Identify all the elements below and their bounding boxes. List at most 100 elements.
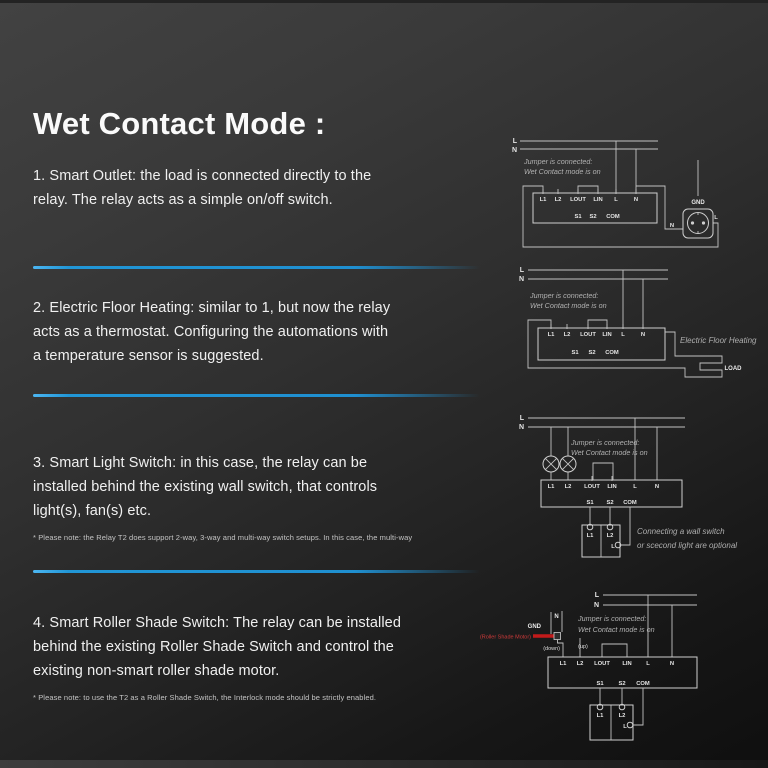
lamp-icon <box>559 427 577 480</box>
load-wire-right <box>665 331 700 357</box>
floor-heating-caption: Electric Floor Heating <box>680 336 757 345</box>
terminal-s1: S1 <box>596 681 604 687</box>
section-divider-1 <box>33 266 480 269</box>
switch-l1-label: L1 <box>587 533 595 539</box>
terminal-s2: S2 <box>588 350 595 356</box>
switch-caption-line2: or scecond light are optional <box>637 541 737 550</box>
section-1-smart-outlet-text: 1. Smart Outlet: the load is connected d… <box>33 168 372 208</box>
section-2-floor-heating-text: 2. Electric Floor Heating: similar to 1,… <box>33 300 391 364</box>
roller-n-label: N <box>554 614 558 620</box>
diagram-roller-shade: L N Jumper is connected: Wet Contact mod… <box>480 592 698 741</box>
terminal-l2: L2 <box>555 197 562 203</box>
outlet-gnd-label: GND <box>691 200 705 206</box>
terminal-lout: LOUT <box>594 661 610 667</box>
section-3-light-switch-text: 3. Smart Light Switch: in this case, the… <box>33 455 378 519</box>
roller-motor-label: (Roller Shade Motor) <box>480 635 531 641</box>
outlet-n-label: N <box>670 223 674 229</box>
terminal-lin: LIN <box>607 484 616 490</box>
roller-down-label: (down) <box>543 646 560 652</box>
section-divider-3 <box>33 570 480 573</box>
terminal-com: COM <box>606 214 620 220</box>
jumper-note-line1: Jumper is connected: <box>529 291 598 300</box>
section-4-roller-shade-text: 4. Smart Roller Shade Switch: The relay … <box>33 615 402 679</box>
relay-box <box>537 327 666 361</box>
jumper-wire <box>601 643 628 657</box>
switch-l2-label: L2 <box>619 713 626 719</box>
bus-n-label: N <box>512 147 517 154</box>
bus-l-label: L <box>513 138 518 145</box>
switch-l2-label: L2 <box>607 533 614 539</box>
jumper-note-line1: Jumper is connected: <box>577 614 646 623</box>
bus-drop-wires <box>634 418 658 480</box>
bottom-edge-strip <box>0 760 768 768</box>
terminal-s1: S1 <box>571 350 579 356</box>
bus-l-label: L <box>520 415 525 422</box>
motor-connector <box>553 632 561 640</box>
bus-n-label: N <box>519 276 524 283</box>
terminal-com: COM <box>636 681 650 687</box>
terminal-n: N <box>641 332 645 338</box>
diagram-smart-outlet: L N Jumper is connected: Wet Contact mod… <box>512 138 719 248</box>
load-label: LOAD <box>725 366 743 372</box>
terminal-l: L <box>646 661 650 667</box>
terminal-l2: L2 <box>564 332 571 338</box>
terminal-lout: LOUT <box>584 484 600 490</box>
terminal-lin: LIN <box>602 332 611 338</box>
bus-n-label: N <box>594 602 599 609</box>
terminal-com: COM <box>623 500 637 506</box>
terminal-l: L <box>621 332 625 338</box>
bus-drop-wires <box>622 270 644 328</box>
switch-wires <box>599 688 644 726</box>
terminal-n: N <box>655 484 659 490</box>
jumper-note-line1: Jumper is connected: <box>570 438 639 447</box>
page-title: Wet Contact Mode : <box>33 105 326 141</box>
terminal-l1: L1 <box>540 197 548 203</box>
outlet-l-label: L <box>714 215 718 221</box>
roller-motor-wire: GND N (Roller Shade Motor) (down) (up) <box>480 611 588 657</box>
jumper-note-line2: Wet Contact mode is on <box>571 448 648 457</box>
switch-wires <box>589 507 631 546</box>
jumper-wire <box>592 462 614 480</box>
terminal-l1: L1 <box>560 661 568 667</box>
terminal-lin: LIN <box>593 197 602 203</box>
terminal-com: COM <box>605 350 619 356</box>
relay-box <box>532 192 658 224</box>
roller-up-label: (up) <box>578 644 588 650</box>
section-3-footnote: * Please note: the Relay T2 does support… <box>33 533 413 542</box>
switch-l1-label: L1 <box>597 713 605 719</box>
switch-caption-line1: Connecting a wall switch <box>637 527 725 536</box>
terminal-s2: S2 <box>618 681 625 687</box>
switch-l-label: L <box>623 724 627 730</box>
diagram-floor-heating: L N Jumper is connected: Wet Contact mod… <box>519 267 757 378</box>
terminal-l2: L2 <box>565 484 572 490</box>
terminal-s1: S1 <box>574 214 582 220</box>
section-divider-2 <box>33 394 480 397</box>
section-4-footnote: * Please note: to use the T2 as a Roller… <box>33 693 377 702</box>
jumper-note-line2: Wet Contact mode is on <box>578 625 655 634</box>
jumper-note-line2: Wet Contact mode is on <box>530 301 607 310</box>
diagram-light-switch: L N Jumper is connected: Wet Contact mod… <box>519 415 737 558</box>
terminal-stubs <box>591 476 613 481</box>
wall-switch-icon <box>581 523 622 558</box>
heating-element-icon <box>699 355 723 378</box>
bus-n-label: N <box>519 424 524 431</box>
terminal-n: N <box>670 661 674 667</box>
terminal-n: N <box>634 197 638 203</box>
bus-drop-wires <box>647 595 673 657</box>
roller-gnd-label: GND <box>528 624 542 630</box>
outlet-socket-icon <box>682 160 714 239</box>
terminal-s2: S2 <box>606 500 613 506</box>
relay-box <box>547 656 698 689</box>
terminal-lout: LOUT <box>580 332 596 338</box>
terminal-lout: LOUT <box>570 197 586 203</box>
terminal-l2: L2 <box>577 661 584 667</box>
terminal-l1: L1 <box>548 484 556 490</box>
load-wire-left <box>527 319 700 378</box>
jumper-note-line1: Jumper is connected: <box>523 157 592 166</box>
terminal-s2: S2 <box>589 214 596 220</box>
relay-box <box>540 479 683 508</box>
terminal-l: L <box>633 484 637 490</box>
terminal-s1: S1 <box>586 500 594 506</box>
load-wire-l <box>522 185 719 248</box>
